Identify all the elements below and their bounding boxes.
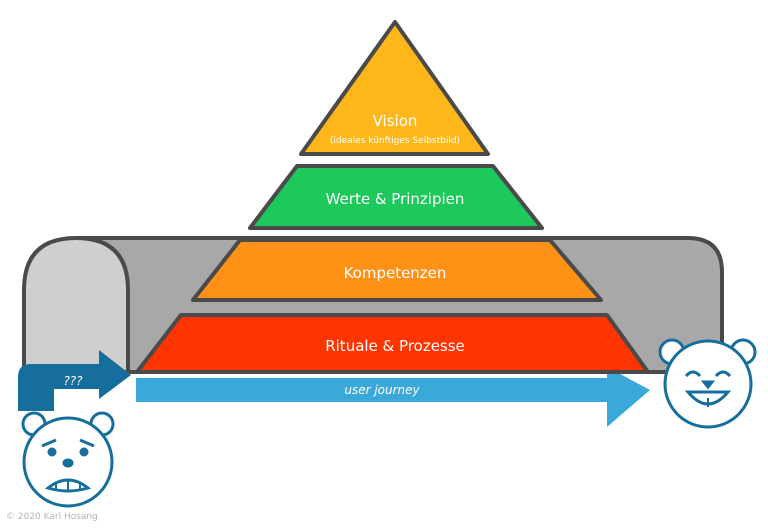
start-question-label: ??? bbox=[63, 374, 83, 388]
level-werte-prinzipien bbox=[248, 164, 544, 230]
level-vision-label: Vision bbox=[373, 112, 418, 130]
copyright-notice: © 2020 Karl Hosang bbox=[6, 512, 98, 522]
level-vision bbox=[299, 20, 490, 156]
level-vision-sublabel: (ideales künftiges Selbstbild) bbox=[330, 136, 460, 146]
level-rituale-prozesse bbox=[135, 313, 650, 374]
level-kompetenzen bbox=[191, 238, 603, 302]
happy-bear-icon bbox=[658, 338, 757, 429]
sad-bear-icon bbox=[21, 411, 115, 508]
level-rituale-label: Rituale & Prozesse bbox=[325, 337, 465, 355]
start-arrow bbox=[18, 350, 131, 411]
level-werte-label: Werte & Prinzipien bbox=[326, 190, 465, 208]
user-journey-arrow bbox=[136, 367, 650, 427]
tunnel-entrance bbox=[22, 235, 130, 374]
level-kompetenzen-label: Kompetenzen bbox=[344, 264, 447, 282]
user-journey-label: user journey bbox=[344, 383, 420, 397]
